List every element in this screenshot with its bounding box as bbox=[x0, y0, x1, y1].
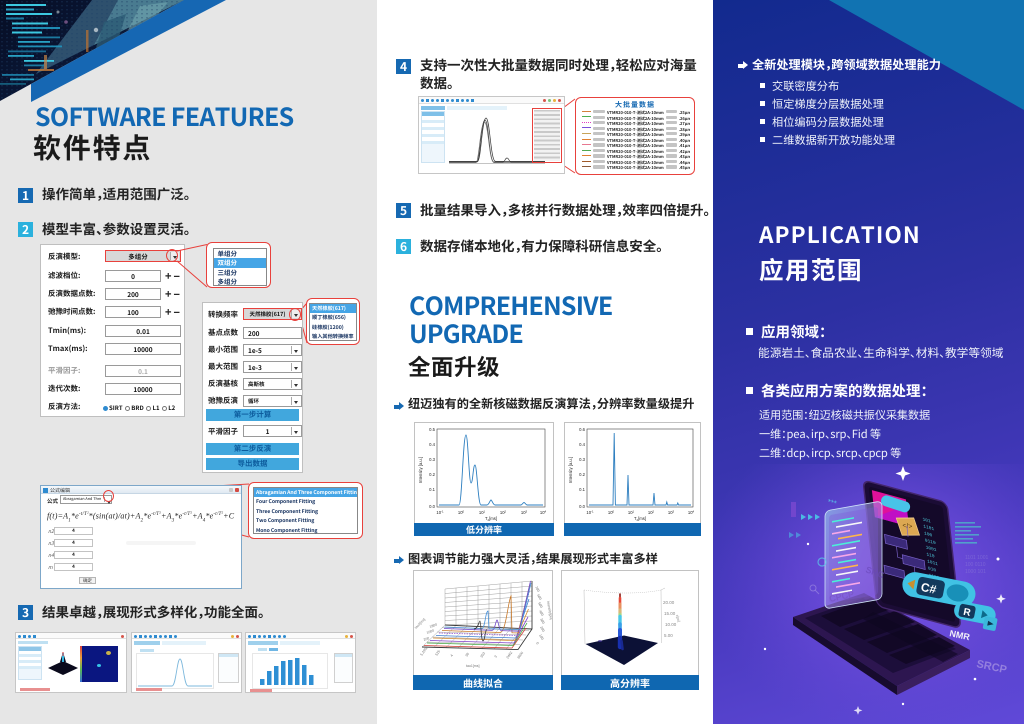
svg-text:5.2900: 5.2900 bbox=[420, 645, 429, 656]
svg-text:100: 100 bbox=[458, 510, 465, 516]
svg-text:0.2: 0.2 bbox=[429, 472, 435, 477]
svg-text:103: 103 bbox=[668, 510, 675, 516]
svg-text:1101: 1101 bbox=[923, 523, 935, 532]
svg-text:Intensity[pu]: Intensity[pu] bbox=[546, 600, 552, 619]
svg-text:10-1: 10-1 bbox=[436, 510, 444, 516]
svg-text:0110: 0110 bbox=[925, 537, 937, 546]
svg-text:100: 100 bbox=[924, 530, 933, 538]
svg-text:400: 400 bbox=[538, 610, 544, 617]
svg-text:102: 102 bbox=[648, 510, 655, 516]
svg-text:T2[ms]: T2[ms] bbox=[634, 516, 646, 521]
svg-text:200: 200 bbox=[539, 626, 545, 633]
svg-text:353: 353 bbox=[480, 651, 487, 658]
svg-text:0: 0 bbox=[535, 642, 539, 646]
svg-text:300: 300 bbox=[539, 618, 545, 625]
svg-text:525: 525 bbox=[435, 649, 442, 656]
svg-text:200: 200 bbox=[423, 636, 430, 642]
svg-text:0.1: 0.1 bbox=[579, 487, 585, 492]
svg-text:R: R bbox=[962, 607, 972, 619]
svg-text:1000: 1000 bbox=[426, 628, 435, 634]
svg-text:15.00: 15.00 bbox=[664, 611, 676, 616]
svg-text:600: 600 bbox=[536, 594, 542, 601]
svg-text:10.00: 10.00 bbox=[665, 622, 677, 627]
svg-text:C#: C# bbox=[920, 580, 938, 597]
svg-text:010: 010 bbox=[928, 565, 937, 573]
svg-text:0.6: 0.6 bbox=[579, 427, 585, 432]
svg-text:tau2[ms]: tau2[ms] bbox=[414, 617, 426, 629]
svg-text:Intensity [a.u.]: Intensity [a.u.] bbox=[568, 457, 573, 483]
svg-text:2462: 2462 bbox=[506, 651, 514, 660]
svg-text:</>: </> bbox=[902, 522, 914, 531]
svg-text:NMR: NMR bbox=[949, 628, 972, 642]
svg-text:104: 104 bbox=[688, 510, 695, 516]
svg-text:3: 3 bbox=[494, 655, 498, 659]
svg-text:5.00: 5.00 bbox=[664, 633, 673, 638]
svg-text:Intensity [a.u.]: Intensity [a.u.] bbox=[418, 457, 423, 483]
svg-text:20.00: 20.00 bbox=[663, 600, 675, 605]
svg-text:101: 101 bbox=[479, 510, 486, 516]
svg-text:100 0110: 100 0110 bbox=[965, 562, 986, 568]
svg-text:0.0: 0.0 bbox=[429, 504, 435, 509]
svg-text:1000 101: 1000 101 bbox=[965, 569, 986, 575]
svg-text:0.4: 0.4 bbox=[579, 442, 585, 447]
svg-text:100: 100 bbox=[608, 510, 615, 516]
svg-text:0.0: 0.0 bbox=[579, 504, 585, 509]
svg-text:0.4: 0.4 bbox=[429, 442, 435, 447]
svg-text:700: 700 bbox=[534, 586, 540, 593]
svg-text:8600: 8600 bbox=[517, 651, 525, 660]
svg-text:***: *** bbox=[827, 497, 838, 508]
svg-text:1011: 1011 bbox=[927, 558, 939, 567]
svg-text:10-1: 10-1 bbox=[586, 510, 594, 516]
svg-text:500: 500 bbox=[537, 602, 543, 609]
svg-text:100: 100 bbox=[538, 634, 544, 641]
svg-text:104: 104 bbox=[540, 510, 547, 516]
svg-text:101: 101 bbox=[922, 516, 931, 524]
svg-text:0.3: 0.3 bbox=[429, 457, 435, 462]
svg-text:102: 102 bbox=[500, 510, 507, 516]
svg-text:1001: 1001 bbox=[925, 544, 937, 553]
svg-text:110: 110 bbox=[926, 551, 935, 559]
svg-text:0.2: 0.2 bbox=[579, 472, 585, 477]
svg-text:38: 38 bbox=[465, 652, 471, 658]
svg-text:1800: 1800 bbox=[429, 622, 438, 628]
svg-text:103: 103 bbox=[521, 510, 528, 516]
svg-text:0.3: 0.3 bbox=[579, 457, 585, 462]
svg-text:0.5: 0.5 bbox=[429, 427, 435, 432]
svg-text:4: 4 bbox=[450, 654, 454, 658]
svg-text:tau1[ms]: tau1[ms] bbox=[466, 664, 479, 668]
svg-text:z[pu]: z[pu] bbox=[675, 614, 681, 622]
svg-text:1101 1001: 1101 1001 bbox=[965, 555, 988, 561]
svg-text:0.1: 0.1 bbox=[429, 487, 435, 492]
svg-text:101: 101 bbox=[628, 510, 635, 516]
svg-text:T2[ms]: T2[ms] bbox=[485, 516, 497, 521]
